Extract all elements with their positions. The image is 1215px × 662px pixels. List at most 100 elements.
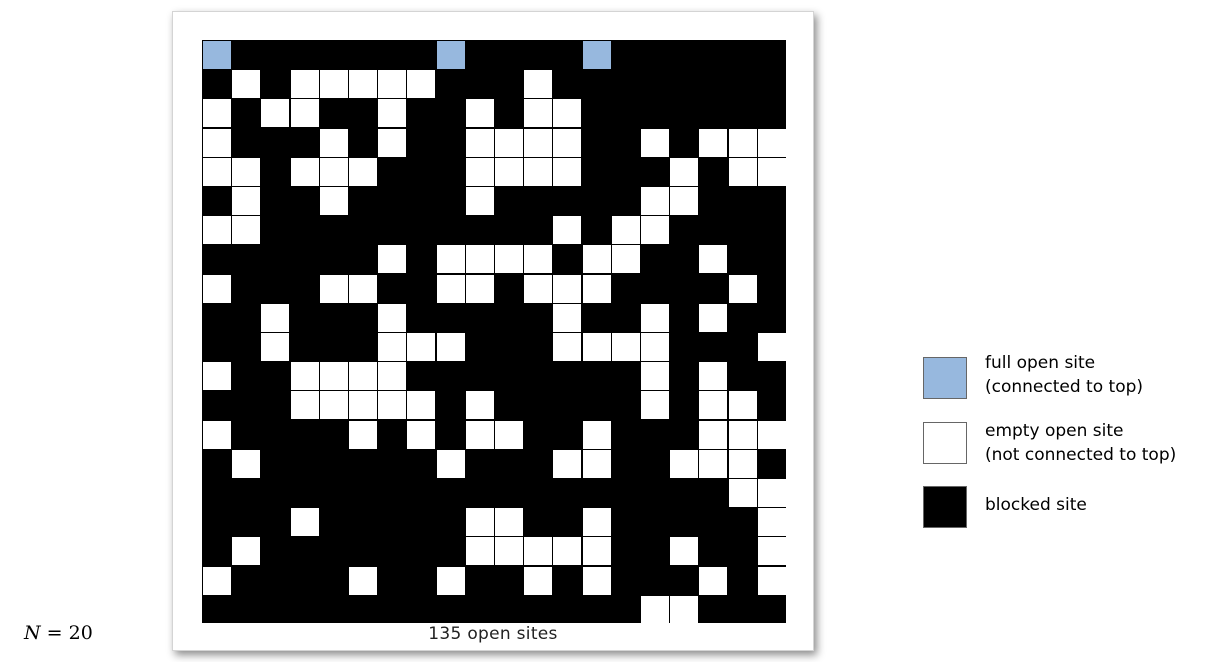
empty-open-site (495, 537, 523, 566)
empty-open-site (699, 362, 728, 391)
empty-open-site (757, 420, 786, 449)
empty-open-site (757, 128, 786, 157)
full-open-site (203, 41, 231, 69)
empty-open-site (641, 303, 669, 332)
empty-open-site (378, 128, 407, 157)
empty-open-site (699, 303, 728, 332)
empty-open-site (553, 216, 582, 245)
empty-open-site (699, 128, 728, 157)
empty-open-site (203, 274, 231, 303)
empty-open-site (611, 216, 640, 245)
empty-open-site (407, 333, 436, 361)
empty-open-site (290, 99, 319, 128)
empty-open-site (611, 245, 640, 274)
empty-open-site (349, 70, 377, 99)
empty-open-site (670, 595, 699, 624)
open-sites-count: 135 open sites (428, 624, 558, 644)
empty-open-site (349, 420, 377, 449)
full-open-swatch (923, 357, 967, 399)
empty-open-site (728, 479, 757, 507)
empty-open-site (465, 391, 494, 420)
empty-open-site (465, 420, 494, 449)
empty-open-site (582, 274, 611, 303)
empty-open-site (378, 245, 407, 274)
empty-open-site (641, 595, 669, 624)
empty-open-site (349, 274, 377, 303)
empty-open-site (319, 70, 348, 99)
empty-open-site (524, 128, 553, 157)
empty-open-site (232, 537, 261, 566)
empty-open-site (728, 128, 757, 157)
empty-open-site (232, 216, 261, 245)
empty-open-site (465, 157, 494, 186)
empty-open-site (495, 508, 523, 537)
empty-open-site (203, 157, 231, 186)
empty-open-site (728, 420, 757, 449)
empty-open-site (203, 128, 231, 157)
empty-open-site (728, 391, 757, 420)
empty-open-site (641, 187, 669, 215)
legend-blocked-label: blocked site (985, 495, 1087, 515)
empty-open-site (641, 362, 669, 391)
empty-open-site (757, 566, 786, 595)
full-open-site (582, 41, 611, 69)
empty-open-site (699, 420, 728, 449)
legend-full-label: full open site (985, 353, 1096, 373)
empty-open-site (436, 245, 465, 274)
empty-open-site (261, 333, 290, 361)
empty-open-site (290, 362, 319, 391)
empty-open-site (524, 99, 553, 128)
empty-open-site (582, 420, 611, 449)
empty-open-site (582, 566, 611, 595)
empty-open-site (203, 362, 231, 391)
empty-open-site (465, 187, 494, 215)
empty-open-site (728, 449, 757, 478)
empty-open-site (553, 99, 582, 128)
empty-open-site (203, 420, 231, 449)
legend-empty-sublabel: (not connected to top) (985, 445, 1177, 465)
empty-open-site (641, 391, 669, 420)
empty-open-site (319, 391, 348, 420)
full-open-site (436, 41, 465, 69)
empty-open-site (582, 333, 611, 361)
legend-empty-label: empty open site (985, 421, 1124, 441)
empty-open-site (670, 157, 699, 186)
empty-open-site (641, 333, 669, 361)
grid-size-label: N = 20 (24, 622, 93, 644)
empty-open-site (582, 449, 611, 478)
empty-open-site (728, 157, 757, 186)
empty-open-site (203, 566, 231, 595)
empty-open-site (524, 537, 553, 566)
empty-open-site (349, 157, 377, 186)
empty-open-site (641, 216, 669, 245)
empty-open-site (203, 216, 231, 245)
empty-open-site (757, 157, 786, 186)
empty-open-site (378, 99, 407, 128)
empty-open-site (495, 245, 523, 274)
empty-open-site (436, 566, 465, 595)
empty-open-site (465, 128, 494, 157)
empty-open-site (319, 274, 348, 303)
empty-open-site (465, 537, 494, 566)
empty-open-site (699, 245, 728, 274)
empty-open-site (407, 420, 436, 449)
empty-open-site (232, 187, 261, 215)
empty-open-site (524, 157, 553, 186)
empty-open-site (641, 128, 669, 157)
empty-open-site (378, 391, 407, 420)
empty-open-site (553, 274, 582, 303)
empty-open-site (465, 274, 494, 303)
empty-open-site (699, 449, 728, 478)
empty-open-site (290, 70, 319, 99)
empty-open-site (553, 128, 582, 157)
empty-open-site (757, 537, 786, 566)
empty-open-site (378, 362, 407, 391)
empty-open-site (378, 70, 407, 99)
empty-open-site (670, 187, 699, 215)
blocked-swatch (923, 486, 967, 528)
empty-open-site (728, 274, 757, 303)
empty-open-site (582, 245, 611, 274)
empty-open-site (582, 537, 611, 566)
empty-open-site (232, 70, 261, 99)
empty-open-site (232, 449, 261, 478)
